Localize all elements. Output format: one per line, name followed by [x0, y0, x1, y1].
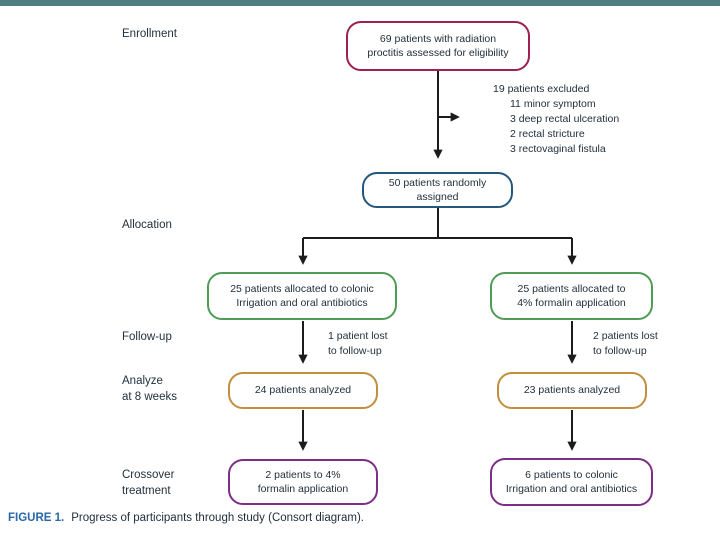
- annotation-line: to follow-up: [593, 345, 647, 357]
- stage-label-text: Crossover: [122, 469, 175, 481]
- flow-box-eligibility: 69 patients with radiation proctitis ass…: [346, 21, 530, 71]
- box-text-line: proctitis assessed for eligibility: [367, 47, 509, 59]
- box-text-line: 6 patients to colonic: [525, 468, 618, 481]
- stage-label-text: Allocation: [122, 219, 172, 231]
- top-accent-bar: [0, 0, 720, 6]
- excluded-title: 19 patients excluded: [493, 83, 590, 95]
- box-text-line: 69 patients with radiation: [379, 32, 497, 45]
- stage-label-crossover: Crossover treatment: [122, 467, 174, 499]
- flow-box-analyzed-right: 23 patients analyzed: [497, 372, 647, 409]
- figure-caption: FIGURE 1. Progress of participants throug…: [8, 512, 364, 524]
- excluded-item: 2 rectal stricture: [510, 128, 585, 140]
- box-text-line: Irrigation and oral antibiotics: [236, 297, 368, 309]
- lost-followup-right: 2 patients lost to follow-up: [593, 329, 658, 359]
- stage-label-text: Follow-up: [122, 331, 172, 343]
- stage-label-analyze: Analyze at 8 weeks: [122, 373, 177, 405]
- box-text-line: 23 patients analyzed: [523, 384, 621, 397]
- excluded-item: 11 minor symptom: [510, 98, 596, 110]
- flow-box-crossover-right: 6 patients to colonic Irrigation and ora…: [490, 458, 653, 506]
- stage-label-followup: Follow-up: [122, 329, 172, 345]
- box-text-line: 25 patients allocated to colonic: [230, 282, 374, 295]
- box-text-line: 25 patients allocated to: [517, 282, 626, 295]
- flow-box-crossover-left: 2 patients to 4% formalin application: [228, 459, 378, 505]
- stage-label-allocation: Allocation: [122, 217, 172, 233]
- figure-caption-label: FIGURE 1.: [8, 512, 65, 524]
- box-text-line: 24 patients analyzed: [254, 384, 352, 397]
- line-randomized-split: [303, 208, 572, 239]
- stage-label-enrollment: Enrollment: [122, 26, 177, 42]
- stage-label-text: Analyze: [122, 375, 163, 387]
- excluded-item: 3 deep rectal ulceration: [510, 113, 620, 125]
- box-text-line: Irrigation and oral antibiotics: [505, 483, 638, 495]
- annotation-line: to follow-up: [328, 345, 382, 357]
- annotation-line: 1 patient lost: [328, 330, 388, 342]
- stage-label-text: Enrollment: [122, 28, 177, 40]
- stage-label-text: treatment: [122, 485, 171, 497]
- annotation-line: 2 patients lost: [593, 330, 658, 342]
- box-text-line: formalin application: [257, 483, 349, 495]
- flow-box-randomized: 50 patients randomly assigned: [362, 172, 513, 208]
- box-text-line: 2 patients to 4%: [265, 468, 341, 481]
- figure-caption-text: Progress of participants through study (…: [71, 512, 364, 524]
- excluded-item: 3 rectovaginal fistula: [510, 143, 606, 155]
- lost-followup-left: 1 patient lost to follow-up: [328, 329, 388, 359]
- box-text-line: 4% formalin application: [517, 297, 626, 309]
- excluded-annotation: 19 patients excluded 11 minor symptom 3 …: [493, 82, 619, 157]
- stage-label-text: at 8 weeks: [122, 391, 177, 403]
- flow-box-allocation-right: 25 patients allocated to 4% formalin app…: [490, 272, 653, 320]
- flow-box-analyzed-left: 24 patients analyzed: [228, 372, 378, 409]
- box-text-line: 50 patients randomly: [388, 176, 487, 189]
- flow-box-allocation-left: 25 patients allocated to colonic Irrigat…: [207, 272, 397, 320]
- box-text-line: assigned: [416, 191, 459, 203]
